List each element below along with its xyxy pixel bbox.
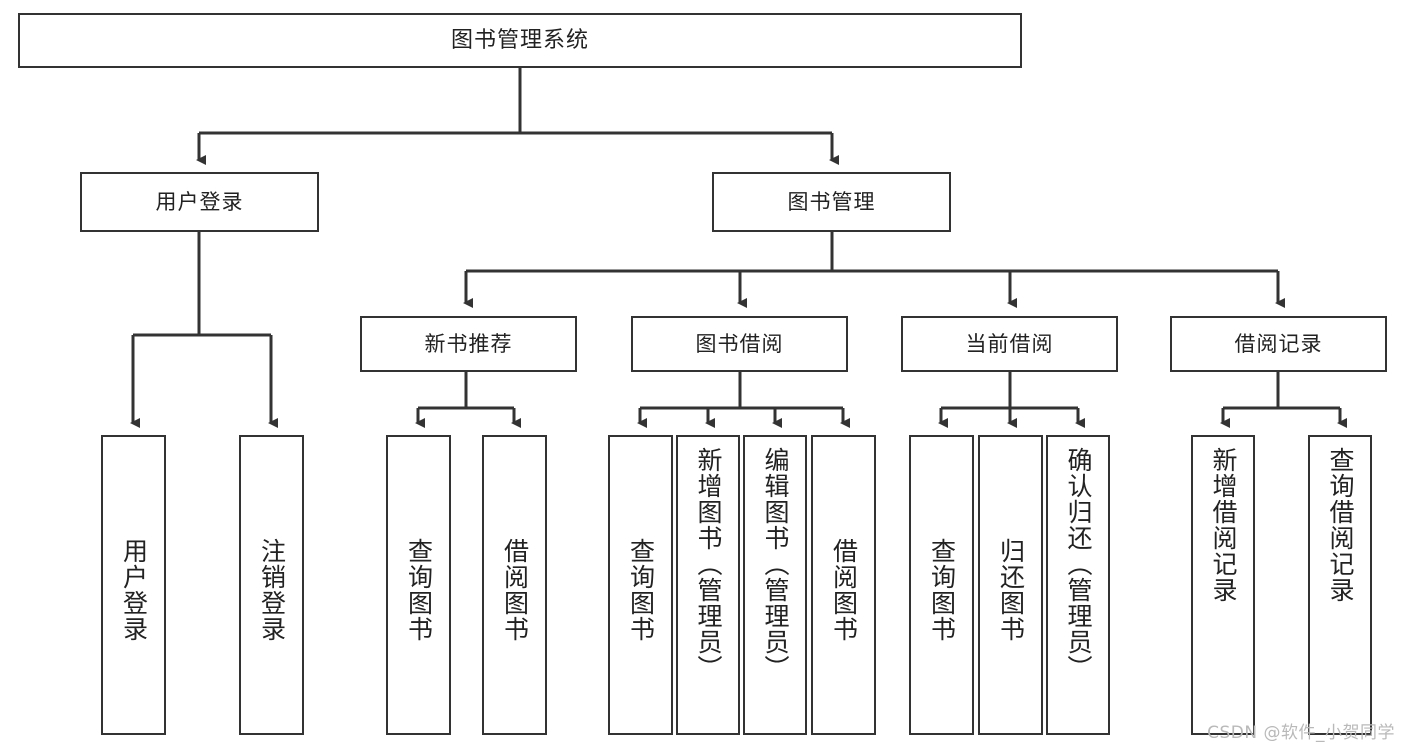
node-current-borrowing[interactable]: 当前借阅: [901, 316, 1118, 372]
leaf-edit-book-admin[interactable]: 编辑图书（管理员）: [743, 435, 807, 735]
node-label: 注销登录: [257, 538, 287, 642]
node-label: 查询图书: [626, 538, 656, 642]
leaf-query-borrow-record[interactable]: 查询借阅记录: [1308, 435, 1372, 735]
node-label: 新书推荐: [424, 331, 513, 356]
leaf-add-borrow-record[interactable]: 新增借阅记录: [1191, 435, 1255, 735]
node-label: 确认归还（管理员）: [1064, 447, 1093, 681]
node-label: 借阅图书: [829, 538, 859, 642]
node-label: 借阅图书: [500, 538, 530, 642]
node-label: 查询图书: [927, 538, 957, 642]
node-label: 查询图书: [404, 538, 434, 642]
node-label: 查询借阅记录: [1326, 447, 1355, 603]
node-label: 归还图书: [996, 538, 1026, 642]
node-book-borrowing[interactable]: 图书借阅: [631, 316, 848, 372]
node-label: 图书借阅: [695, 331, 784, 356]
node-label: 当前借阅: [965, 331, 1054, 356]
node-label: 用户登录: [155, 189, 244, 214]
node-borrowing-record[interactable]: 借阅记录: [1170, 316, 1387, 372]
node-user-login[interactable]: 用户登录: [80, 172, 319, 232]
leaf-borrow-book-borrowing[interactable]: 借阅图书: [811, 435, 876, 735]
node-label: 图书管理系统: [450, 27, 589, 53]
node-new-book-recommendation[interactable]: 新书推荐: [360, 316, 577, 372]
leaf-return-book[interactable]: 归还图书: [978, 435, 1043, 735]
node-book-management[interactable]: 图书管理: [712, 172, 951, 232]
leaf-borrow-book-recommendation[interactable]: 借阅图书: [482, 435, 547, 735]
leaf-confirm-return-admin[interactable]: 确认归还（管理员）: [1046, 435, 1110, 735]
node-label: 编辑图书（管理员）: [761, 447, 790, 681]
leaf-logout[interactable]: 注销登录: [239, 435, 304, 735]
leaf-user-login[interactable]: 用户登录: [101, 435, 166, 735]
leaf-query-book-recommendation[interactable]: 查询图书: [386, 435, 451, 735]
node-label: 借阅记录: [1234, 331, 1323, 356]
leaf-query-book-current[interactable]: 查询图书: [909, 435, 974, 735]
leaf-add-book-admin[interactable]: 新增图书（管理员）: [676, 435, 740, 735]
node-label: 新增图书（管理员）: [694, 447, 723, 681]
node-label: 新增借阅记录: [1209, 447, 1238, 603]
node-root-book-management-system[interactable]: 图书管理系统: [18, 13, 1022, 68]
node-label: 图书管理: [787, 189, 876, 214]
leaf-query-book-borrowing[interactable]: 查询图书: [608, 435, 673, 735]
node-label: 用户登录: [119, 538, 149, 642]
